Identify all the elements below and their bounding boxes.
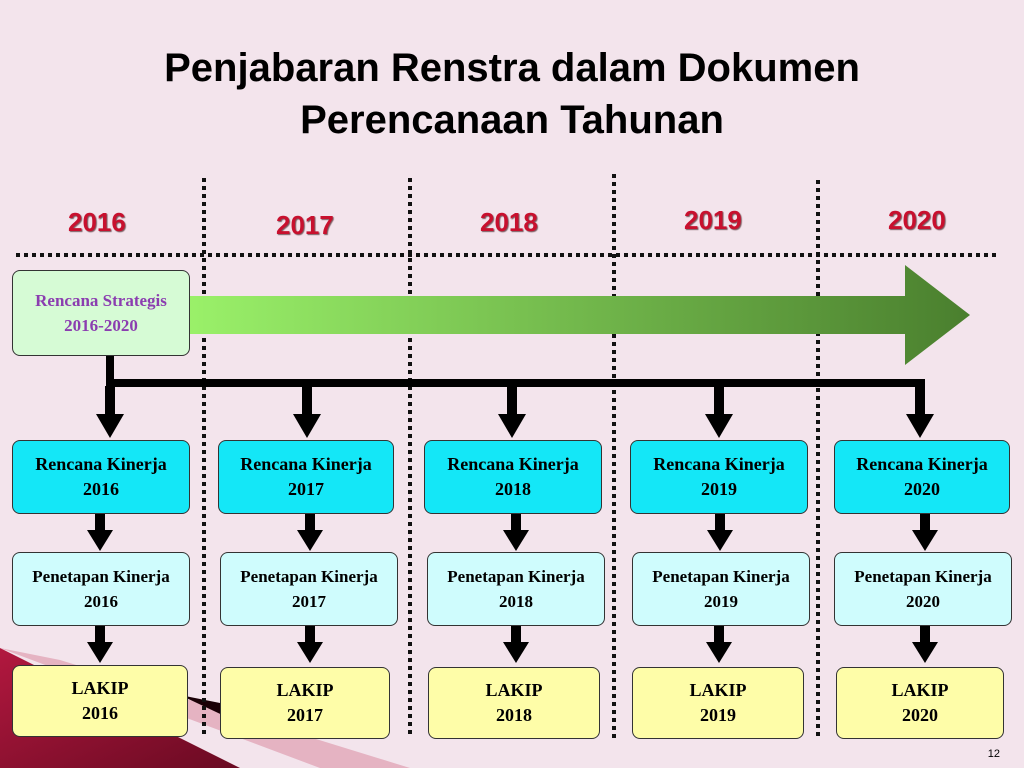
lakip-label: LAKIP	[485, 680, 543, 700]
lakip-year: 2019	[700, 705, 736, 725]
penetapan-kinerja-label: Penetapan Kinerja	[240, 567, 378, 586]
lakip-year: 2018	[496, 705, 532, 725]
penetapan-kinerja-label: Penetapan Kinerja	[32, 567, 170, 586]
penetapan-kinerja-year: 2019	[704, 592, 738, 611]
renstra-arrow	[180, 265, 970, 365]
penetapan-kinerja-label: Penetapan Kinerja	[854, 567, 992, 586]
rencana-kinerja-box: Rencana Kinerja 2018	[424, 440, 602, 514]
lakip-year: 2017	[287, 705, 323, 725]
penetapan-kinerja-year: 2017	[292, 592, 326, 611]
rencana-kinerja-year: 2018	[495, 479, 531, 499]
rencana-kinerja-label: Rencana Kinerja	[856, 454, 988, 474]
lakip-label: LAKIP	[689, 680, 747, 700]
rencana-kinerja-year: 2019	[701, 479, 737, 499]
lakip-box: LAKIP 2017	[220, 667, 390, 739]
arrows-to-rencana-kinerja	[96, 386, 934, 438]
penetapan-kinerja-label: Penetapan Kinerja	[652, 567, 790, 586]
arrows-to-penetapan-kinerja	[87, 503, 938, 551]
penetapan-kinerja-box: Penetapan Kinerja 2019	[632, 552, 810, 626]
penetapan-kinerja-year: 2016	[84, 592, 118, 611]
lakip-box: LAKIP 2019	[632, 667, 804, 739]
rencana-kinerja-label: Rencana Kinerja	[240, 454, 372, 474]
lakip-year: 2020	[902, 705, 938, 725]
penetapan-kinerja-year: 2020	[906, 592, 940, 611]
year-label-2016: 2016	[68, 207, 126, 237]
page-number: 12	[987, 748, 1000, 760]
rencana-kinerja-box: Rencana Kinerja 2016	[12, 440, 190, 514]
penetapan-kinerja-year: 2018	[499, 592, 533, 611]
rencana-kinerja-year: 2020	[904, 479, 940, 499]
rencana-kinerja-box: Rencana Kinerja 2017	[218, 440, 394, 514]
lakip-label: LAKIP	[891, 680, 949, 700]
rencana-kinerja-box: Rencana Kinerja 2019	[630, 440, 808, 514]
renstra-line2: 2016-2020	[64, 316, 138, 335]
renstra-box: Rencana Strategis 2016-2020	[12, 270, 190, 356]
lakip-box: LAKIP 2018	[428, 667, 600, 739]
page-title-line1: Penjabaran Renstra dalam Dokumen	[164, 46, 860, 90]
lakip-box: LAKIP 2016	[12, 665, 188, 737]
lakip-label: LAKIP	[71, 678, 129, 698]
year-label-2020: 2020	[888, 205, 946, 235]
year-label-2019: 2019	[684, 205, 742, 235]
rencana-kinerja-label: Rencana Kinerja	[447, 454, 579, 474]
rencana-kinerja-label: Rencana Kinerja	[653, 454, 785, 474]
year-label-2017: 2017	[276, 210, 334, 240]
year-label-2018: 2018	[480, 207, 538, 237]
penetapan-kinerja-label: Penetapan Kinerja	[447, 567, 585, 586]
lakip-year: 2016	[82, 703, 118, 723]
arrows-to-lakip	[87, 626, 938, 663]
lakip-box: LAKIP 2020	[836, 667, 1004, 739]
penetapan-kinerja-box: Penetapan Kinerja 2020	[834, 552, 1012, 626]
renstra-line1: Rencana Strategis	[35, 291, 167, 310]
rencana-kinerja-year: 2017	[288, 479, 324, 499]
rencana-kinerja-label: Rencana Kinerja	[35, 454, 167, 474]
rencana-kinerja-box: Rencana Kinerja 2020	[834, 440, 1010, 514]
lakip-label: LAKIP	[276, 680, 334, 700]
penetapan-kinerja-box: Penetapan Kinerja 2017	[220, 552, 398, 626]
page-title-line2: Perencanaan Tahunan	[300, 98, 724, 142]
penetapan-kinerja-box: Penetapan Kinerja 2018	[427, 552, 605, 626]
penetapan-kinerja-box: Penetapan Kinerja 2016	[12, 552, 190, 626]
rencana-kinerja-year: 2016	[83, 479, 119, 499]
